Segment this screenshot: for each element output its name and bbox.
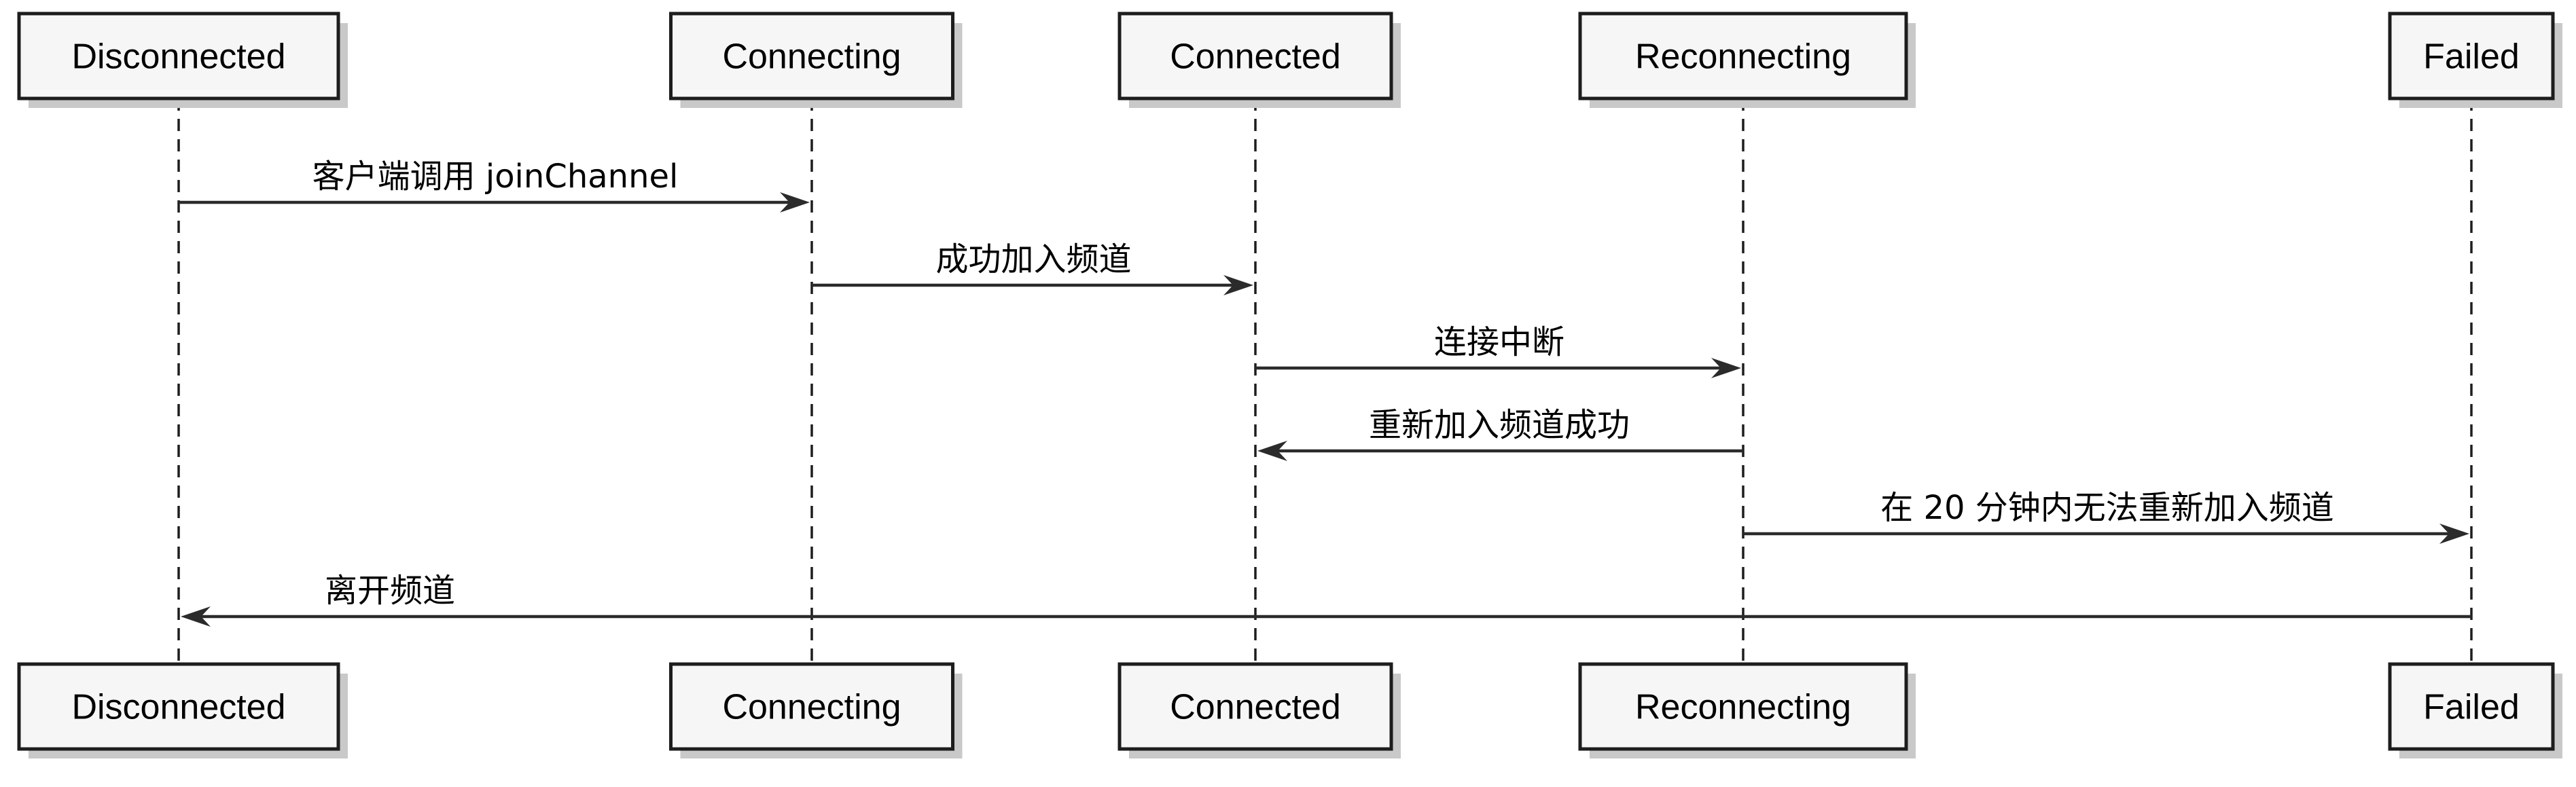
arrow-head-icon — [1711, 358, 1741, 378]
participant-reconnecting-bottom: Reconnecting — [1578, 662, 1916, 758]
arrow-head-icon — [1223, 275, 1253, 295]
message-6: 离开频道 — [181, 572, 2471, 627]
participant-box — [2388, 12, 2555, 100]
participant-box — [1578, 662, 1908, 751]
participant-label: Connected — [1170, 688, 1341, 727]
participant-connected-top: Connected — [1117, 12, 1401, 108]
message-label: 重新加入频道成功 — [1369, 406, 1630, 444]
participant-label: Disconnected — [71, 688, 285, 727]
participant-label: Connected — [1170, 37, 1341, 77]
message-label: 客户端调用 joinChannel — [312, 158, 679, 196]
participant-label: Reconnecting — [1635, 688, 1851, 727]
participant-box — [2388, 662, 2555, 751]
message-label: 在 20 分钟内无法重新加入频道 — [1880, 489, 2334, 527]
participants-bottom: Disconnected Connecting Connected Reconnect… — [17, 662, 2562, 758]
participant-box — [1117, 12, 1393, 100]
participant-reconnecting-top: Reconnecting — [1578, 12, 1916, 108]
participant-box — [669, 12, 954, 100]
message-label: 成功加入频道 — [935, 240, 1131, 278]
participant-connected-bottom: Connected — [1117, 662, 1401, 758]
message-5: 在 20 分钟内无法重新加入频道 — [1743, 489, 2469, 544]
participant-disconnected-bottom: Disconnected — [17, 662, 348, 758]
participant-label: Disconnected — [71, 37, 285, 77]
message-3: 连接中断 — [1255, 323, 1741, 378]
message-label: 离开频道 — [325, 572, 455, 610]
participant-label: Connecting — [722, 688, 901, 727]
message-1: 客户端调用 joinChannel — [179, 158, 810, 213]
participant-box — [669, 662, 954, 751]
participant-box — [17, 662, 340, 751]
participant-failed-bottom: Failed — [2388, 662, 2562, 758]
participant-box — [1578, 12, 1908, 100]
message-4: 重新加入频道成功 — [1257, 406, 1743, 461]
arrow-head-icon — [2439, 524, 2469, 544]
participants-top: Disconnected Connecting Connected Reconnect… — [17, 12, 2562, 108]
participant-box — [1117, 662, 1393, 751]
participant-connecting-top: Connecting — [669, 12, 963, 108]
participant-label: Connecting — [722, 37, 901, 77]
arrow-head-icon — [181, 606, 211, 627]
participant-label: Failed — [2423, 688, 2520, 727]
message-label: 连接中断 — [1434, 323, 1564, 361]
participant-box — [17, 12, 340, 100]
lifelines — [177, 98, 2473, 664]
participant-failed-top: Failed — [2388, 12, 2562, 108]
arrow-head-icon — [780, 192, 810, 213]
participant-label: Failed — [2423, 37, 2520, 77]
arrow-head-icon — [1257, 441, 1287, 461]
participant-connecting-bottom: Connecting — [669, 662, 963, 758]
participant-label: Reconnecting — [1635, 37, 1851, 77]
participant-disconnected-top: Disconnected — [17, 12, 348, 108]
message-2: 成功加入频道 — [812, 240, 1253, 295]
